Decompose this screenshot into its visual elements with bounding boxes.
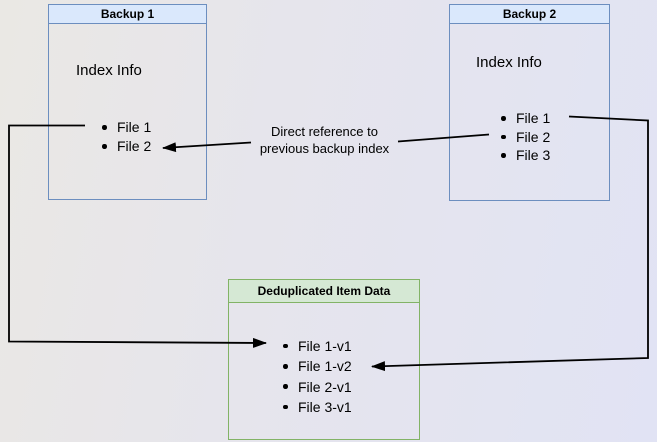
backup2-title: Backup 2 bbox=[450, 5, 609, 24]
deduplicated-item-data-box: Deduplicated Item Data File 1-v1 File 1-… bbox=[228, 279, 420, 440]
connector-label-line1: Direct reference to bbox=[271, 124, 378, 139]
backup2-file-list: File 1 File 2 File 3 bbox=[500, 109, 551, 165]
backup1-box: Backup 1 Index Info File 1 File 2 bbox=[48, 4, 207, 200]
dedup-file-item: File 3-v1 bbox=[283, 397, 352, 417]
backup2-file-item: File 1 bbox=[500, 110, 551, 126]
backup1-file-item: File 2 bbox=[101, 138, 152, 154]
backup1-index-info-label: Index Info bbox=[76, 62, 142, 79]
backup2-box: Backup 2 Index Info File 1 File 2 File 3 bbox=[449, 4, 610, 201]
dedup-file-list: File 1-v1 File 1-v2 File 2-v1 File 3-v1 bbox=[283, 336, 352, 417]
dedup-file-item: File 1-v1 bbox=[283, 336, 352, 356]
backup1-file-list: File 1 File 2 bbox=[101, 118, 152, 156]
connector-label-line2: previous backup index bbox=[259, 141, 390, 156]
backup1-file-item: File 1 bbox=[101, 119, 152, 135]
dedup-title: Deduplicated Item Data bbox=[229, 280, 419, 303]
connector-label: Direct reference to previous backup inde… bbox=[244, 123, 405, 157]
backup2-file-item: File 2 bbox=[500, 128, 551, 145]
backup2-index-info-label: Index Info bbox=[476, 54, 542, 71]
dedup-file-item: File 2-v1 bbox=[283, 377, 352, 397]
backup2-file-item: File 3 bbox=[500, 147, 551, 163]
dedup-file-item: File 1-v2 bbox=[283, 356, 352, 376]
backup1-title: Backup 1 bbox=[49, 5, 206, 24]
